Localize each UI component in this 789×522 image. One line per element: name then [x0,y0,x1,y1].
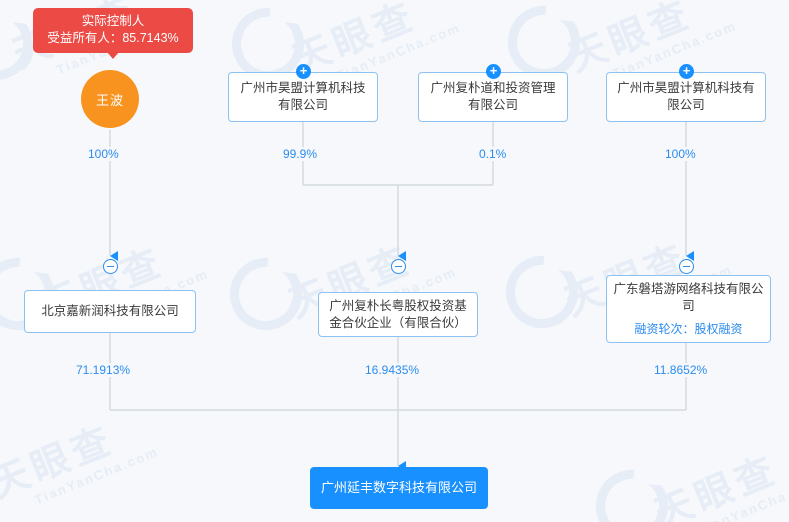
percentage-label-haomeng-left: 99.9% [280,147,321,161]
financing-round-label: 融资轮次：股权融资 [634,321,743,336]
percentage-label-jiaxinrun-to-target: 71.1913% [73,363,134,377]
person-node-wangbo[interactable]: 王波 [81,70,139,128]
actual-controller-title: 实际控制人 [81,14,145,28]
company-name: 广东磐塔游网络科技有限公司 [613,281,764,313]
expand-plus-label: + [682,63,691,78]
company-node-fupu-changyue[interactable]: 广州复朴长粤股权投资基金合伙企业（有限合伙） [318,292,478,337]
collapse-minus-icon[interactable] [679,259,694,274]
percentage-label-fupu-changyue-to-target: 16.9435% [362,363,423,377]
company-name: 北京嘉新润科技有限公司 [41,304,179,318]
company-node-fupu-daohe[interactable]: 广州复朴道和投资管理有限公司 [418,72,568,122]
percentage-label-haomeng-right: 100% [662,147,699,161]
percentage-label-person-to-jiaxinrun: 100% [85,147,122,161]
company-node-jiaxinrun[interactable]: 北京嘉新润科技有限公司 [24,290,196,333]
company-name: 广州复朴长粤股权投资基金合伙企业（有限合伙） [329,298,467,330]
company-name: 广州复朴道和投资管理有限公司 [430,81,556,112]
percentage-label-pantayou-to-target: 11.8652% [651,363,711,377]
actual-controller-badge: 实际控制人 受益所有人：85.7143% [33,8,193,59]
percentage-label-fupu-daohe: 0.1% [476,147,510,161]
company-name: 广州市昊盟计算机科技有限公司 [617,81,755,112]
badge-pointer-icon [107,52,119,59]
beneficial-owner-percent: 受益所有人：85.7143% [47,31,179,45]
company-node-pantayou[interactable]: 广东磐塔游网络科技有限公司 融资轮次：股权融资 [606,275,771,343]
expand-plus-icon[interactable]: + [679,64,694,79]
company-node-target[interactable]: 广州延丰数字科技有限公司 [310,467,488,509]
expand-plus-label: + [299,63,308,78]
expand-plus-icon[interactable]: + [296,64,311,79]
collapse-minus-icon[interactable] [103,259,118,274]
company-node-haomeng-left[interactable]: 广州市昊盟计算机科技有限公司 [228,72,378,122]
collapse-minus-icon[interactable] [391,259,406,274]
company-name: 广州市昊盟计算机科技有限公司 [240,81,366,112]
expand-plus-label: + [489,63,498,78]
person-name: 王波 [95,92,124,108]
company-node-haomeng-right[interactable]: 广州市昊盟计算机科技有限公司 [606,72,766,122]
expand-plus-icon[interactable]: + [486,64,501,79]
company-name: 广州延丰数字科技有限公司 [320,480,477,495]
